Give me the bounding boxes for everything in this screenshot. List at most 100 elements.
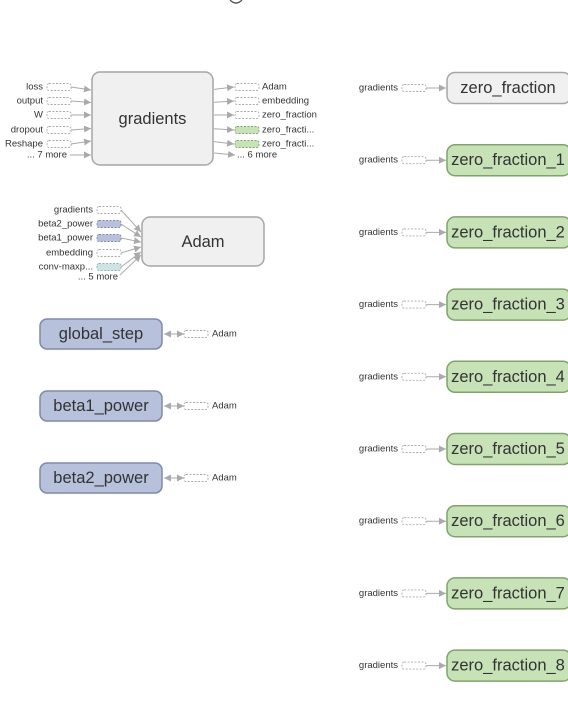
adam-input-edge (120, 223, 142, 238)
zero-fraction-node-label: zero_fraction_4 (451, 368, 565, 386)
variable-node-label: beta2_power (53, 469, 149, 487)
gradients-output-label: zero_fracti... (262, 125, 314, 136)
gradients-input-stub (46, 97, 72, 105)
gradients-node-label: gradients (119, 110, 187, 128)
gradients-output-label: zero_fraction (262, 110, 317, 121)
gradients-output-label: zero_fracti... (262, 139, 314, 150)
cropped-fragment (229, 0, 243, 4)
gradients-output-stub (234, 83, 260, 91)
adam-node[interactable] (141, 216, 265, 267)
zero-fraction-input-label: gradients (359, 83, 398, 94)
zero-fraction-node-label: zero_fraction_2 (451, 223, 565, 241)
gradients-input-stub (46, 140, 72, 148)
gradients-output-label: Adam (262, 82, 287, 93)
adam-input-label: beta2_power (38, 219, 93, 230)
zero-fraction-node-label: zero_fraction_8 (451, 657, 565, 675)
gradients-output-stub (234, 140, 260, 148)
gradients-input-more: ... 7 more (27, 150, 67, 161)
variable-link-stub (183, 330, 209, 338)
gradients-output-stub (234, 126, 260, 134)
zero-fraction-node-label: zero_fraction_5 (451, 440, 565, 458)
zero-fraction-node-label: zero_fraction (460, 79, 555, 97)
adam-input-label: conv-maxp... (39, 262, 93, 273)
adam-input-stub (96, 234, 122, 242)
gradients-input-edge (70, 125, 92, 133)
zero-fraction-node[interactable] (446, 360, 568, 394)
gradients-output-edge (213, 84, 235, 92)
adam-node-label: Adam (181, 233, 224, 251)
zero-fraction-input-stub (401, 445, 427, 453)
gradients-output-label: embedding (262, 96, 309, 107)
zero-fraction-input-stub (401, 156, 427, 165)
adam-input-edge (120, 251, 142, 268)
zero-fraction-input-stub (401, 300, 427, 309)
gradients-input-edge (70, 85, 92, 93)
zero-fraction-input-stub (401, 84, 427, 92)
variable-link-stub (183, 474, 209, 482)
variable-node[interactable] (39, 318, 163, 350)
adam-input-edge (120, 237, 142, 245)
zero-fraction-input-label: gradients (359, 155, 398, 166)
zero-fraction-input-stub (401, 661, 427, 670)
adam-input-edge (120, 245, 142, 254)
gradients-output-edge (213, 139, 235, 147)
zero-fraction-node-label: zero_fraction_1 (451, 151, 565, 169)
zero-fraction-node[interactable] (446, 216, 568, 249)
variable-node[interactable] (39, 462, 163, 494)
gradients-output-more: ... 6 more (237, 150, 277, 161)
gradients-input-edge (70, 98, 92, 106)
adam-input-stub (96, 249, 122, 257)
zero-fraction-input-label: gradients (359, 227, 398, 238)
adam-input-label: beta1_power (38, 233, 93, 244)
zero-fraction-node-label: zero_fraction_6 (451, 512, 565, 530)
gradients-node[interactable] (91, 71, 214, 166)
adam-input-stub (96, 263, 122, 271)
adam-input-stub (96, 206, 122, 214)
zero-fraction-input-label: gradients (359, 516, 398, 527)
adam-input-label: gradients (54, 205, 93, 216)
gradients-input-label: Reshape (5, 139, 43, 150)
gradients-output-edge (213, 126, 235, 134)
zero-fraction-node-label: zero_fraction_7 (451, 584, 565, 602)
gradients-input-stub (46, 83, 72, 91)
gradients-input-edge (70, 138, 92, 146)
variable-link-label: Adam (212, 329, 237, 340)
zero-fraction-input-stub (401, 517, 427, 526)
variable-link-stub (183, 402, 209, 410)
zero-fraction-node[interactable] (446, 504, 568, 538)
gradients-input-stub (46, 111, 72, 119)
gradients-input-stub (46, 126, 72, 134)
variable-node[interactable] (39, 390, 163, 422)
zero-fraction-node[interactable] (446, 577, 568, 610)
adam-input-edge (119, 254, 142, 276)
zero-fraction-input-stub (401, 228, 427, 237)
adam-input-stub (96, 220, 122, 228)
zero-fraction-node[interactable] (446, 71, 568, 105)
zero-fraction-node[interactable] (446, 432, 568, 466)
zero-fraction-node[interactable] (446, 143, 568, 177)
zero-fraction-input-stub (401, 589, 427, 598)
gradients-input-label: dropout (11, 125, 44, 136)
adam-input-edge (120, 209, 142, 233)
variable-node-label: beta1_power (53, 397, 149, 415)
zero-fraction-input-label: gradients (359, 444, 398, 455)
adam-input-label: embedding (46, 248, 93, 259)
zero-fraction-node[interactable] (446, 649, 568, 682)
gradients-input-label: output (17, 96, 44, 107)
gradients-output-edge (213, 150, 236, 158)
gradients-output-stub (234, 97, 260, 105)
variable-link-label: Adam (212, 473, 237, 484)
zero-fraction-node[interactable] (446, 288, 568, 321)
zero-fraction-input-label: gradients (359, 588, 398, 599)
gradients-input-label: W (34, 110, 43, 121)
zero-fraction-input-stub (401, 372, 427, 381)
variable-link-label: Adam (212, 401, 237, 412)
gradients-input-label: loss (26, 82, 43, 93)
variable-node-label: global_step (59, 325, 143, 343)
zero-fraction-input-label: gradients (359, 660, 398, 671)
zero-fraction-input-label: gradients (359, 299, 398, 310)
gradients-output-edge (213, 97, 235, 105)
gradients-output-stub (234, 111, 260, 119)
adam-input-more: ... 5 more (78, 272, 118, 283)
